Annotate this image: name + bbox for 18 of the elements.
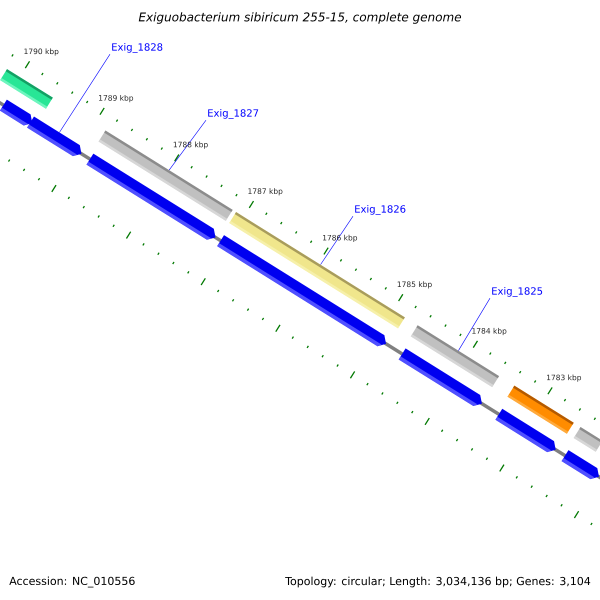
gene-bar	[507, 386, 574, 434]
gene-bar	[98, 130, 233, 221]
leader-line	[458, 298, 490, 351]
gene-bar	[574, 426, 600, 452]
gene-block	[27, 116, 82, 156]
leader-line	[59, 54, 110, 133]
gene-bar	[0, 69, 53, 109]
title: Exiguobacterium sibiricum 255-15, complete genome	[138, 12, 462, 24]
gene-block	[562, 450, 599, 480]
leader-line	[320, 216, 354, 265]
genome-info-text: Topology: circular; Length: 3,034,136 bp; Genes: 3,104	[285, 576, 590, 588]
gene-label: Exig_1828	[112, 43, 162, 53]
gene-label: Exig_1826	[355, 205, 406, 215]
gene-label: Exig_1825	[492, 287, 542, 297]
gene-label: Exig_1827	[208, 109, 258, 119]
accession-text: Accession: NC_010556	[9, 576, 135, 588]
leader-line	[168, 120, 206, 170]
gene-block	[0, 100, 32, 126]
